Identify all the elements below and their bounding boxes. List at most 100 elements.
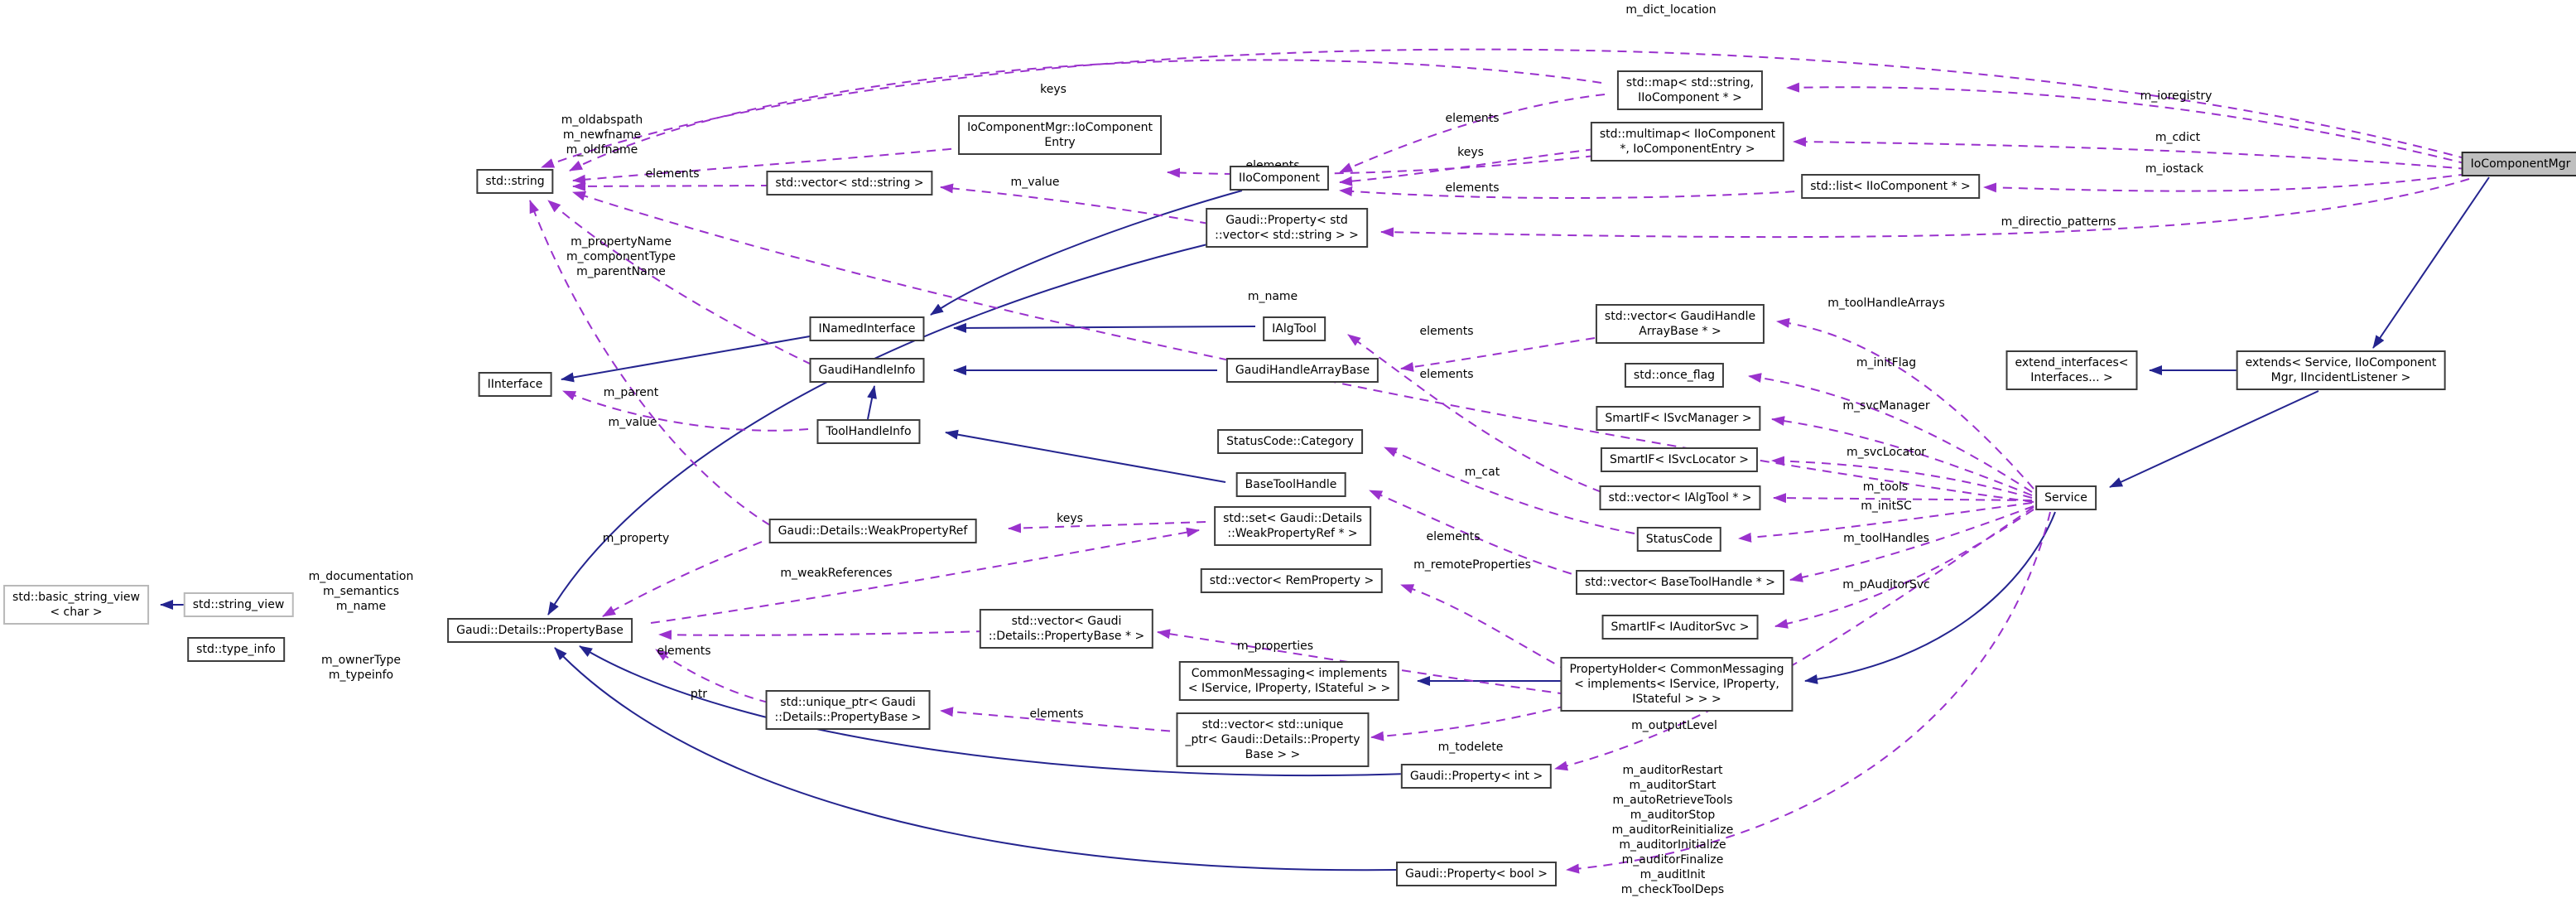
label-elements-list: elements <box>1445 181 1500 195</box>
class-node-std-vector-property-base-ptr[interactable]: std::vector< Gaudi ::Details::PropertyBa… <box>979 609 1154 649</box>
use-wpr-mvalue-string <box>529 200 771 526</box>
label-pbase-typeinfo: m_ownerType m_typeinfo <box>320 654 402 682</box>
use-vecpb-elements-pbase <box>658 630 986 640</box>
label-m-remote-properties: m_remoteProperties <box>1413 558 1531 572</box>
class-node-std-string[interactable]: std::string <box>476 169 554 194</box>
class-node-weak-property-ref[interactable]: Gaudi::Details::WeakPropertyRef <box>768 519 977 543</box>
class-node-service[interactable]: Service <box>2035 485 2097 510</box>
class-node-gaudi-property-int[interactable]: Gaudi::Property< int > <box>1400 764 1553 789</box>
use-service-pauditorsvc-smartif <box>1774 509 2034 629</box>
class-node-std-vector-base-tool-handle-ptr[interactable]: std::vector< BaseToolHandle * > <box>1576 570 1784 595</box>
class-node-base-tool-handle[interactable]: BaseToolHandle <box>1235 472 1346 497</box>
use-iom-ioregistry-map <box>1786 82 2468 165</box>
use-ph-properties-vecpb <box>1157 629 1567 695</box>
class-node-unique-ptr-property-base[interactable]: std::unique_ptr< Gaudi ::Details::Proper… <box>765 690 931 730</box>
label-m-name-service: m_name <box>1247 290 1298 303</box>
use-list-elements-iiocomponent <box>1339 186 1811 199</box>
label-m-svc-manager: m_svcManager <box>1842 399 1930 413</box>
class-node-status-code[interactable]: StatusCode <box>1636 527 1722 552</box>
class-node-std-once-flag[interactable]: std::once_flag <box>1624 363 1725 388</box>
class-node-common-messaging[interactable]: CommonMessaging< implements < IService, … <box>1178 661 1400 701</box>
class-node-std-vector-rem-property[interactable]: std::vector< RemProperty > <box>1200 568 1384 593</box>
label-m-tools: m_tools <box>1862 480 1909 494</box>
label-m-svc-locator: m_svcLocator <box>1846 446 1927 459</box>
use-iom-cdict-multimap <box>1793 137 2468 170</box>
label-m-output-level: m_outputLevel <box>1631 719 1717 732</box>
label-m-directio-patterns: m_directio_patterns <box>2001 215 2116 229</box>
label-service-auditors: m_auditorRestart m_auditorStart m_autoRe… <box>1611 764 1734 896</box>
class-node-gaudi-property-bool[interactable]: Gaudi::Property< bool > <box>1395 862 1558 886</box>
class-node-tool-handle-info[interactable]: ToolHandleInfo <box>816 419 921 444</box>
use-service-toolhandles-vecbth <box>1789 505 2034 582</box>
label-m-value-gpv: m_value <box>1010 176 1060 189</box>
label-m-properties: m_properties <box>1236 640 1314 653</box>
inh-gaudi-property-bool-property-base <box>554 647 1397 871</box>
class-node-property-base[interactable]: Gaudi::Details::PropertyBase <box>447 618 633 643</box>
class-node-std-set-weak-property-ref[interactable]: std::set< Gaudi::Details ::WeakPropertyR… <box>1214 506 1371 546</box>
class-node-gaudi-handle-array-base[interactable]: GaudiHandleArrayBase <box>1225 358 1379 383</box>
label-m-tool-handle-arrays: m_toolHandleArrays <box>1827 297 1945 310</box>
class-node-smartif-isvc-locator[interactable]: SmartIF< ISvcLocator > <box>1600 447 1759 472</box>
use-vecialgtool-elements-ialgtool <box>1347 334 1602 493</box>
class-node-gaudi-handle-info[interactable]: GaudiHandleInfo <box>809 358 925 383</box>
label-elements-vecstring: elements <box>645 167 700 181</box>
label-m-property: m_property <box>602 532 670 545</box>
use-multimap-keys-iiocomponent <box>1339 148 1596 186</box>
class-node-std-vector-string[interactable]: std::vector< std::string > <box>766 171 933 196</box>
use-service-initflag-onceflag <box>1748 373 2033 493</box>
use-service-svclocator-smartif <box>1771 456 2033 499</box>
inh-basetoolhandle-toolhandleinfo <box>945 429 1226 483</box>
class-node-io-component-entry[interactable]: IoComponentMgr::IoComponent Entry <box>958 115 1162 155</box>
use-wpr-mproperty-pbase <box>602 541 763 617</box>
use-ph-todelete-vecuptr <box>1370 705 1567 741</box>
use-service-tools-vecialgtool <box>1773 493 2033 504</box>
class-node-std-multimap-iiocomponent-entry[interactable]: std::multimap< IIoComponent *, IoCompone… <box>1590 122 1785 162</box>
class-node-property-holder[interactable]: PropertyHolder< CommonMessaging < implem… <box>1560 657 1794 712</box>
class-node-std-vector-gaudi-handle-array-base-ptr[interactable]: std::vector< GaudiHandle ArrayBase * > <box>1595 304 1765 344</box>
label-elements-vecuptr: elements <box>1029 707 1084 721</box>
inh-service-property-holder <box>1804 511 2056 684</box>
class-node-gaudi-property-vector-string[interactable]: Gaudi::Property< std ::vector< std::stri… <box>1206 208 1368 248</box>
class-node-extends-service[interactable]: extends< Service, IIoComponent Mgr, IInc… <box>2236 350 2446 390</box>
inh-toolhandleinfo-ghinfo <box>867 385 877 420</box>
label-ptr: ptr <box>690 688 708 701</box>
inh-iiocomponent-inamed <box>930 190 1243 316</box>
class-node-iio-component[interactable]: IIoComponent <box>1229 166 1330 191</box>
label-elements-vecpb: elements <box>657 645 711 658</box>
class-node-smartif-iauditor-svc[interactable]: SmartIF< IAuditorSvc > <box>1601 615 1759 640</box>
class-node-type-info[interactable]: std::type_info <box>187 637 285 662</box>
class-node-std-list-iiocomponent[interactable]: std::list< IIoComponent * > <box>1801 174 1980 199</box>
class-node-iinterface[interactable]: IInterface <box>478 372 552 397</box>
use-m-dict-location <box>541 48 2468 168</box>
inh-extends-service <box>2109 390 2319 488</box>
class-node-std-vector-ialgtool-ptr[interactable]: std::vector< IAlgTool * > <box>1599 485 1761 510</box>
use-toolhandleinfo-mparent-iinterface <box>562 390 809 432</box>
label-m-init-sc: m_initSC <box>1861 500 1912 513</box>
label-m-tool-handles: m_toolHandles <box>1843 532 1929 545</box>
class-node-std-map-string-iiocomponent[interactable]: std::map< std::string, IIoComponent * > <box>1616 70 1764 110</box>
label-m-p-auditor-svc: m_pAuditorSvc <box>1842 578 1930 591</box>
use-vecuptr-elements-uptr <box>940 707 1187 733</box>
class-node-string-view[interactable]: std::string_view <box>183 592 294 617</box>
label-m-init-flag: m_initFlag <box>1856 356 1917 369</box>
class-node-inamed-interface[interactable]: INamedInterface <box>809 316 925 341</box>
use-gpv-mvalue-vecstring <box>940 183 1210 224</box>
class-node-std-vector-unique-ptr[interactable]: std::vector< std::unique _ptr< Gaudi::De… <box>1176 712 1370 767</box>
class-node-extend-interfaces[interactable]: extend_interfaces< Interfaces... > <box>2005 350 2138 390</box>
class-node-basic-string-view[interactable]: std::basic_string_view < char > <box>3 585 149 625</box>
label-ghinfo-members: m_propertyName m_componentType m_parentN… <box>566 235 676 278</box>
inh-ialgtool-inamed <box>953 322 1256 333</box>
class-node-ialg-tool[interactable]: IAlgTool <box>1263 316 1326 341</box>
label-keys-map-string: keys <box>1040 83 1067 96</box>
label-elements-vecgha: elements <box>1419 368 1474 381</box>
use-service-auditors-pbool <box>1566 511 2051 874</box>
class-node-smartif-isvc-manager[interactable]: SmartIF< ISvcManager > <box>1596 406 1761 431</box>
label-m-cat: m_cat <box>1464 466 1500 479</box>
class-node-status-code-category[interactable]: StatusCode::Category <box>1217 429 1363 454</box>
use-vecbth-elements-bth <box>1369 490 1587 579</box>
use-map-keys-string <box>569 59 1602 171</box>
use-vecgha-elements-ghab <box>1400 337 1596 372</box>
label-keys-set: keys <box>1057 512 1083 525</box>
label-m-value-wpr: m_value <box>608 416 657 429</box>
use-service-outputlevel-pint <box>1554 506 2034 771</box>
